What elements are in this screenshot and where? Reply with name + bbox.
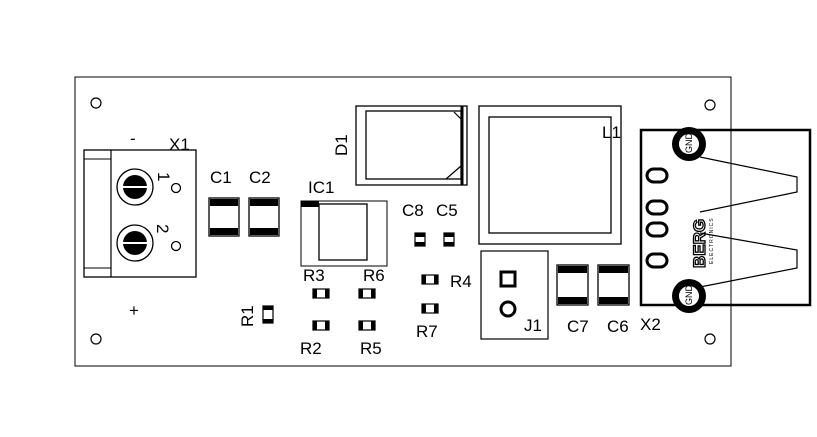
resistor-r2 — [312, 320, 330, 331]
label-gnd-bottom: GND — [684, 285, 694, 306]
label-j1: J1 — [524, 316, 542, 335]
jumper-j1 — [480, 250, 549, 340]
ic-ic1 — [300, 200, 388, 267]
resistor-r3 — [312, 288, 330, 299]
label-ic1: IC1 — [308, 178, 334, 197]
capacitor-c7 — [556, 264, 589, 306]
label-c6: C6 — [607, 317, 629, 336]
usb-connector-x2 — [639, 127, 812, 313]
label-r6: R6 — [363, 266, 385, 285]
label-c8: C8 — [402, 201, 424, 220]
berg-logo-subtitle: ELECTRONICS — [709, 217, 715, 264]
label-c2: C2 — [249, 168, 271, 187]
label-plus: + — [129, 301, 139, 320]
label-l1: L1 — [602, 123, 621, 142]
mounting-hole-top-right — [704, 99, 716, 111]
label-minus: - — [130, 129, 136, 148]
mounting-hole-bottom-right — [704, 333, 716, 345]
label-d1: D1 — [332, 134, 351, 156]
capacitor-c2 — [248, 197, 280, 237]
label-gnd-top: GND — [684, 133, 694, 154]
label-r4: R4 — [450, 272, 472, 291]
capacitor-c8 — [414, 232, 426, 247]
resistor-r4 — [421, 274, 439, 285]
label-c7: C7 — [567, 317, 589, 336]
label-x1: X1 — [169, 135, 190, 154]
mounting-hole-top-left — [90, 97, 102, 109]
resistor-r1 — [262, 305, 274, 324]
resistor-r7 — [421, 303, 439, 314]
board-outline — [74, 76, 732, 367]
label-x2: X2 — [640, 315, 661, 334]
capacitor-c5 — [443, 232, 455, 247]
label-c1: C1 — [210, 168, 232, 187]
capacitor-c1 — [208, 197, 240, 237]
label-pin1: 1 — [154, 172, 173, 181]
label-r2: R2 — [300, 339, 322, 358]
diode-d1 — [355, 105, 468, 186]
label-r3: R3 — [303, 266, 325, 285]
label-r7: R7 — [416, 322, 438, 341]
inductor-l1 — [478, 105, 622, 245]
label-r5: R5 — [360, 339, 382, 358]
label-r1: R1 — [238, 305, 257, 327]
resistor-r5 — [358, 320, 376, 331]
label-c5: C5 — [436, 201, 458, 220]
capacitor-c6 — [597, 264, 630, 306]
resistor-r6 — [358, 288, 376, 299]
mounting-hole-bottom-left — [90, 333, 102, 345]
berg-logo: BERG — [690, 219, 709, 268]
label-pin2: 2 — [153, 224, 172, 233]
terminal-block-x1 — [83, 149, 197, 278]
